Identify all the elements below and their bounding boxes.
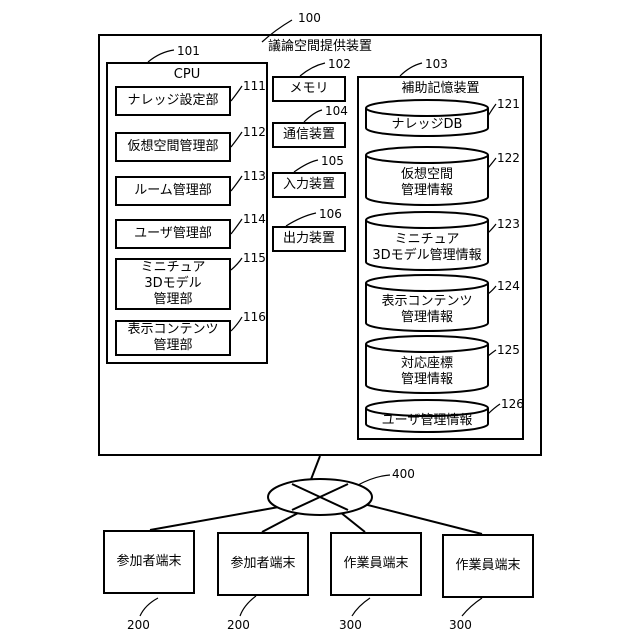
leader-t1 [140, 598, 158, 616]
network-cross-1 [292, 484, 348, 510]
leader-network [358, 475, 390, 485]
module-ref-content: 116 [243, 311, 266, 323]
terminal-label-worker-1: 作業員端末 [330, 532, 422, 596]
storage-label-content: 表示コンテンツ 管理情報 [366, 292, 488, 328]
network-to-terminal-3 [340, 512, 365, 532]
leader-t4 [462, 598, 482, 616]
storage-label-miniature: ミニチュア 3Dモデル管理情報 [366, 230, 488, 266]
input-label: 入力装置 [272, 172, 346, 198]
storage-label-user: ユーザ管理情報 [366, 412, 488, 430]
terminal-ref-participant-1: 200 [127, 619, 150, 631]
storage-ref-coordinate: 125 [497, 344, 520, 356]
terminal-ref-worker-2: 300 [449, 619, 472, 631]
module-ref-user: 114 [243, 213, 266, 225]
output-label: 出力装置 [272, 226, 346, 252]
terminal-label-participant-1: 参加者端末 [103, 530, 195, 594]
module-ref-miniature: 115 [243, 252, 266, 264]
module-ref-virtual-space: 112 [243, 126, 266, 138]
network-to-terminal-4 [356, 502, 482, 534]
terminal-label-worker-2: 作業員端末 [442, 534, 534, 598]
module-label-content: 表示コンテンツ 管理部 [115, 320, 231, 356]
comm-ref: 104 [325, 105, 348, 117]
memory-label: メモリ [272, 76, 346, 102]
storage-ref-user: 126 [501, 398, 524, 410]
module-label-user: ユーザ管理部 [115, 219, 231, 249]
network-cross-2 [292, 484, 348, 510]
module-label-knowledge: ナレッジ設定部 [115, 86, 231, 116]
storage-label-knowledge-db: ナレッジDB [366, 116, 488, 134]
storage-label-virtual-space: 仮想空間 管理情報 [366, 165, 488, 201]
storage-ref-virtual-space: 122 [497, 152, 520, 164]
storage-label-coordinate: 対応座標 管理情報 [366, 354, 488, 390]
module-label-miniature: ミニチュア 3Dモデル 管理部 [115, 258, 231, 310]
module-label-room: ルーム管理部 [115, 176, 231, 206]
storage-ref: 103 [425, 58, 448, 70]
leader-t2 [240, 596, 256, 616]
module-ref-knowledge: 111 [243, 80, 266, 92]
module-label-virtual-space: 仮想空間管理部 [115, 132, 231, 162]
storage-ref-miniature: 123 [497, 218, 520, 230]
terminal-ref-worker-1: 300 [339, 619, 362, 631]
cpu-ref: 101 [177, 45, 200, 57]
network-ellipse [268, 479, 372, 515]
module-ref-room: 113 [243, 170, 266, 182]
memory-ref: 102 [328, 58, 351, 70]
storage-title: 補助記憶装置 [357, 82, 524, 95]
device-to-network-line [310, 456, 320, 482]
terminal-label-participant-2: 参加者端末 [217, 532, 309, 596]
storage-ref-content: 124 [497, 280, 520, 292]
device-ref: 100 [298, 12, 321, 24]
terminal-ref-participant-2: 200 [227, 619, 250, 631]
network-to-terminal-1 [150, 505, 290, 530]
leader-t3 [352, 598, 370, 616]
network-to-terminal-2 [262, 512, 300, 532]
output-ref: 106 [319, 208, 342, 220]
storage-ref-knowledge-db: 121 [497, 98, 520, 110]
device-title: 議論空間提供装置 [240, 40, 400, 53]
network-ref: 400 [392, 468, 415, 480]
comm-label: 通信装置 [272, 122, 346, 148]
input-ref: 105 [321, 155, 344, 167]
